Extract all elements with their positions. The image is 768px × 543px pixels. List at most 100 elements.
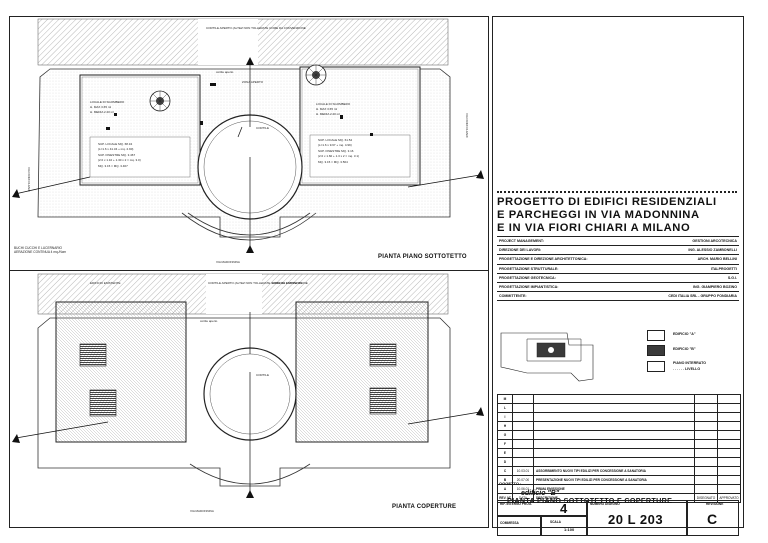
role-row: PROGETTAZIONE IMPIANTISTICA:ING. GIAMPIE… bbox=[497, 283, 739, 293]
legend-note-line: BUCHI CUCCHI E LUCERNARIO bbox=[14, 246, 62, 250]
key-plan-map bbox=[500, 332, 594, 382]
numero-cell: NUMERO DISEGNO 20 L 203 bbox=[587, 500, 687, 536]
revisione-cell: REVISIONE C bbox=[687, 500, 739, 536]
revision-cell-c5 bbox=[718, 413, 740, 421]
legend-swatch-b bbox=[647, 345, 665, 356]
revision-cell-desc: PRIMA EMISSIONE bbox=[534, 485, 695, 493]
revision-cell-c4 bbox=[695, 413, 718, 421]
revision-cell-c4 bbox=[695, 449, 718, 457]
revision-cell-c5 bbox=[718, 467, 740, 475]
svg-text:cortile aperto: cortile aperto bbox=[216, 70, 234, 74]
svg-text:(L=1.6 x 9.67 + mq. 4.99): (L=1.6 x 9.67 + mq. 4.99) bbox=[318, 143, 352, 147]
skylight-icon bbox=[369, 343, 397, 367]
revision-cell-c5 bbox=[718, 422, 740, 430]
left-roof bbox=[55, 301, 187, 443]
revision-cell-c4 bbox=[695, 431, 718, 439]
revision-cell-c5: APPROVATO bbox=[719, 496, 739, 500]
role-row: PROGETTAZIONE GEOTECNICA:S.G.I. bbox=[497, 274, 739, 283]
svg-text:CORTILE APERTO (ALTEZ NON TOLL: CORTILE APERTO (ALTEZ NON TOLLERATE COME… bbox=[206, 26, 306, 30]
revision-cell-c5 bbox=[718, 431, 740, 439]
role-row: PROGETTAZIONE STRUTTURALE:ITALPROGETTI bbox=[497, 265, 739, 274]
commessa-label: COMMESSA bbox=[500, 521, 519, 525]
svg-text:VIA FIORI CHIARI: VIA FIORI CHIARI bbox=[465, 113, 469, 138]
plan-sottotetto: LOCALE DI SGOMBERO H. MAX 3.65 ml H. MED… bbox=[10, 17, 486, 269]
section-lines bbox=[14, 61, 481, 247]
plan-coperture: CORTILE CORTILE APERTO (ALTEZ NON TOLLER… bbox=[10, 272, 486, 524]
revision-cell-c4 bbox=[695, 485, 718, 493]
revision-cell-code: H bbox=[498, 422, 513, 430]
revision-cell-desc: DESCRIZIONE bbox=[534, 494, 695, 502]
revision-cell-date bbox=[513, 422, 534, 430]
revision-cell-date bbox=[513, 458, 534, 466]
revision-cell-c4 bbox=[695, 404, 718, 412]
role-value: ITALPROGETTI bbox=[710, 266, 737, 271]
revision-cell-c5 bbox=[718, 458, 740, 466]
role-row: DIREZIONE DEI LAVORI:ING. ALESSIO ZAMBON… bbox=[497, 246, 739, 256]
revision-cell-code: M bbox=[498, 395, 513, 403]
revision-cell-desc bbox=[534, 440, 695, 448]
plan-sottotetto-drawing: LOCALE DI SGOMBERO H. MAX 3.65 ml H. MED… bbox=[12, 18, 484, 264]
svg-text:SUP. LOCALE MQ. 61.52: SUP. LOCALE MQ. 61.52 bbox=[318, 138, 352, 142]
scala-label: SCALA bbox=[550, 520, 561, 524]
revision-cell-code: C bbox=[498, 467, 513, 475]
role-label: PROJECT MANAGEMENT: bbox=[499, 239, 544, 244]
revision-cell-date: DATA bbox=[513, 494, 534, 502]
project-title-line: E PARCHEGGI IN VIA MADONNINA bbox=[497, 209, 700, 221]
legend-label-b: EDIFICIO "B" bbox=[673, 347, 696, 351]
legend-note-line: AERAZIONE CONTINUA 4 mq./Ncm bbox=[14, 249, 67, 254]
rif-label: RIF. INTERNO PROG. bbox=[500, 502, 533, 506]
revision-cell-code: E bbox=[498, 449, 513, 457]
svg-text:(L=1.6 x 41.34 + mq. 2.90): (L=1.6 x 41.34 + mq. 2.90) bbox=[98, 147, 133, 151]
revision-cell-c4: DISEGNATO bbox=[695, 494, 718, 502]
revision-cell-date bbox=[513, 413, 534, 421]
oggetto-label: OGGETTO : bbox=[499, 481, 522, 486]
revision-row: F bbox=[498, 440, 740, 449]
revision-row: H bbox=[498, 422, 740, 431]
skylight-icon bbox=[369, 387, 397, 415]
role-label: DIREZIONE DEI LAVORI: bbox=[499, 248, 542, 253]
svg-text:H. MEDIA 2.20 ml: H. MEDIA 2.20 ml bbox=[316, 112, 340, 116]
svg-text:CORTILE: CORTILE bbox=[256, 126, 269, 130]
svg-text:EDIFICIO ESISTENTE: EDIFICIO ESISTENTE bbox=[90, 281, 121, 285]
revision-cell-c4 bbox=[695, 440, 718, 448]
legend-note: BUCHI CUCCHI E LUCERNARIO AERAZIONE CONT… bbox=[14, 246, 67, 255]
revision-row: D bbox=[498, 458, 740, 467]
revisione-value: C bbox=[707, 511, 718, 527]
revision-cell-c5 bbox=[718, 440, 740, 448]
revision-cell-date bbox=[513, 440, 534, 448]
revision-cell-date: 10.03.01 bbox=[513, 467, 534, 475]
revision-cell-desc: PRESENTAZIONE NUOVI TIPI EDILIZI PER CON… bbox=[534, 476, 695, 484]
legend-swatch-a bbox=[647, 330, 665, 341]
revision-cell-c4 bbox=[695, 476, 718, 484]
revision-cell-c5 bbox=[718, 449, 740, 457]
svg-text:SUP. FINESTRE MQ. 3.467: SUP. FINESTRE MQ. 3.467 bbox=[98, 153, 135, 157]
right-roof bbox=[295, 301, 429, 443]
svg-text:CORTILE APERTO (ALTEZ NON TOLL: CORTILE APERTO (ALTEZ NON TOLLERATE COME… bbox=[208, 281, 308, 285]
role-row: COMMITTENTE:CEDI ITALIA SRL - GRUPPO FON… bbox=[497, 292, 739, 302]
revision-row: M bbox=[498, 395, 740, 404]
revision-cell-code: D bbox=[498, 458, 513, 466]
role-row: PROJECT MANAGEMENT:GESTIONI ARCOTECNICA bbox=[497, 237, 739, 247]
plan-title-coperture: PIANTA COPERTURE bbox=[392, 504, 457, 510]
numero-value: 20 L 203 bbox=[608, 512, 664, 527]
svg-text:EDIFICIO ESISTENTE: EDIFICIO ESISTENTE bbox=[272, 281, 303, 285]
role-label: PROGETTAZIONE GEOTECNICA: bbox=[499, 275, 556, 280]
oggetto-building: edificio "B" bbox=[521, 490, 560, 497]
svg-text:CORTILE: CORTILE bbox=[256, 373, 269, 377]
svg-text:SUP. LOCALE MQ. 68.34: SUP. LOCALE MQ. 68.34 bbox=[98, 142, 132, 146]
legend-swatch-interrato bbox=[647, 361, 665, 372]
skylight-icon bbox=[79, 343, 107, 367]
legend-label-a: EDIFICIO "A" bbox=[673, 332, 696, 336]
revision-cell-code: G bbox=[498, 431, 513, 439]
revision-cell-desc: ASSORBIMENTO NUOVI TIPI EDILIZI PER CONC… bbox=[534, 467, 695, 475]
role-label: PROGETTAZIONE IMPIANTISTICA: bbox=[499, 285, 559, 290]
revision-cell-code: REV. N° bbox=[498, 494, 513, 502]
revision-cell-desc bbox=[534, 458, 695, 466]
drawing-id-grid: RIF. INTERNO PROG. 4 NUMERO DISEGNO 20 L… bbox=[497, 500, 739, 536]
